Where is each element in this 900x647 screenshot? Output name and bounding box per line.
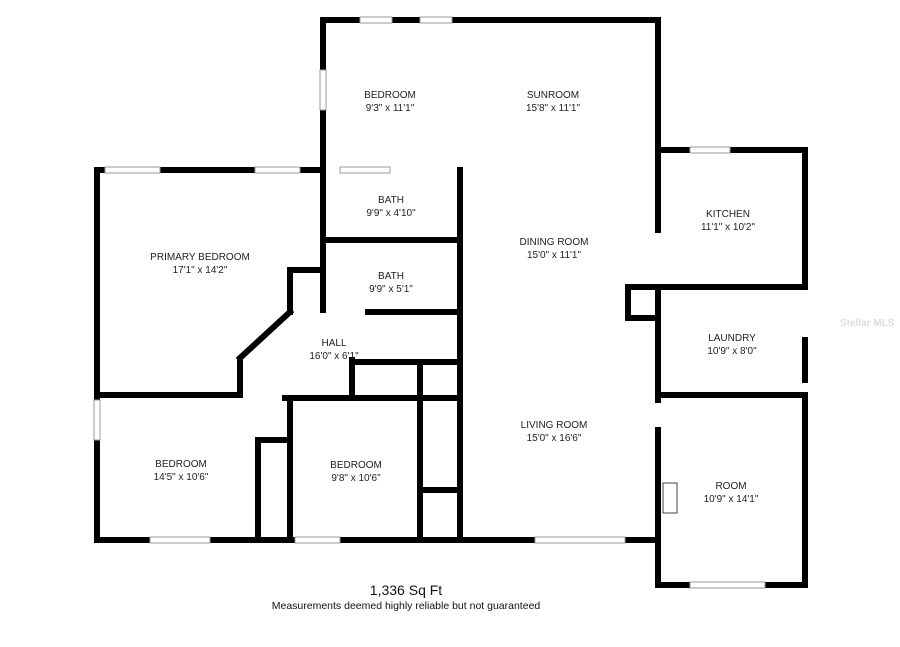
room-dims: 15'0" x 16'6" (526, 433, 582, 444)
room-label-sunroom: SUNROOM 15'8" x 11'1" (526, 89, 580, 115)
room-name: BATH (378, 271, 404, 282)
room-label-laundry: LAUNDRY 10'9" x 8'0" (707, 332, 756, 358)
total-area: 1,336 Sq Ft (369, 582, 443, 598)
room-label-bedroom-middle: BEDROOM 9'8" x 10'6" (330, 459, 382, 485)
room-name: KITCHEN (706, 209, 750, 220)
room-name: BEDROOM (155, 459, 207, 470)
room-dims: 10'9" x 8'0" (707, 346, 757, 357)
room-name: SUNROOM (526, 90, 580, 101)
room-label-bedroom-left: BEDROOM 14'5" x 10'6" (154, 458, 209, 484)
room-dims: 15'8" x 11'1" (525, 103, 581, 114)
room-name: ROOM (715, 481, 747, 492)
room-label-bath-2: BATH 9'9" x 5'1" (369, 270, 413, 296)
room-name: PRIMARY BEDROOM (150, 252, 250, 263)
disclaimer: Measurements deemed highly reliable but … (271, 600, 541, 612)
room-label-living-room: LIVING ROOM 15'0" x 16'6" (521, 419, 588, 445)
room-label-hall: HALL 16'0" x 6'1" (309, 337, 358, 363)
room-name: BATH (378, 195, 404, 206)
room-dims: 17'1" x 14'2" (172, 265, 228, 276)
room-dims: 15'0" x 11'1" (526, 250, 582, 261)
room-dims: 9'9" x 5'1" (369, 284, 413, 295)
room-dims: 9'3" x 11'1" (365, 103, 415, 114)
room-dims: 10'9" x 14'1" (703, 494, 759, 505)
room-name: HALL (321, 338, 347, 349)
room-dims: 16'0" x 6'1" (309, 351, 359, 362)
windows (93, 16, 766, 589)
room-name: LAUNDRY (708, 333, 756, 344)
walls (94, 17, 808, 588)
watermark: Stellar MLS (840, 318, 895, 329)
room-dims: 14'5" x 10'6" (153, 472, 209, 483)
room-label-bath-1: BATH 9'9" x 4'10" (366, 194, 415, 220)
room-name: BEDROOM (330, 460, 382, 471)
room-dims: 11'1" x 10'2" (700, 222, 756, 233)
room-dims: 9'9" x 4'10" (366, 208, 416, 219)
room-name: DINING ROOM (519, 237, 589, 248)
room-dims: 9'8" x 10'6" (331, 473, 381, 484)
room-label-kitchen: KITCHEN 11'1" x 10'2" (701, 208, 755, 234)
room-name: BEDROOM (364, 90, 416, 101)
room-label-dining-room: DINING ROOM 15'0" x 11'1" (520, 236, 589, 262)
room-label-bedroom-top: BEDROOM 9'3" x 11'1" (364, 89, 416, 115)
room-label-primary-bedroom: PRIMARY BEDROOM 17'1" x 14'2" (150, 251, 250, 277)
room-label-room: ROOM 10'9" x 14'1" (704, 480, 759, 506)
room-name: LIVING ROOM (520, 420, 588, 431)
